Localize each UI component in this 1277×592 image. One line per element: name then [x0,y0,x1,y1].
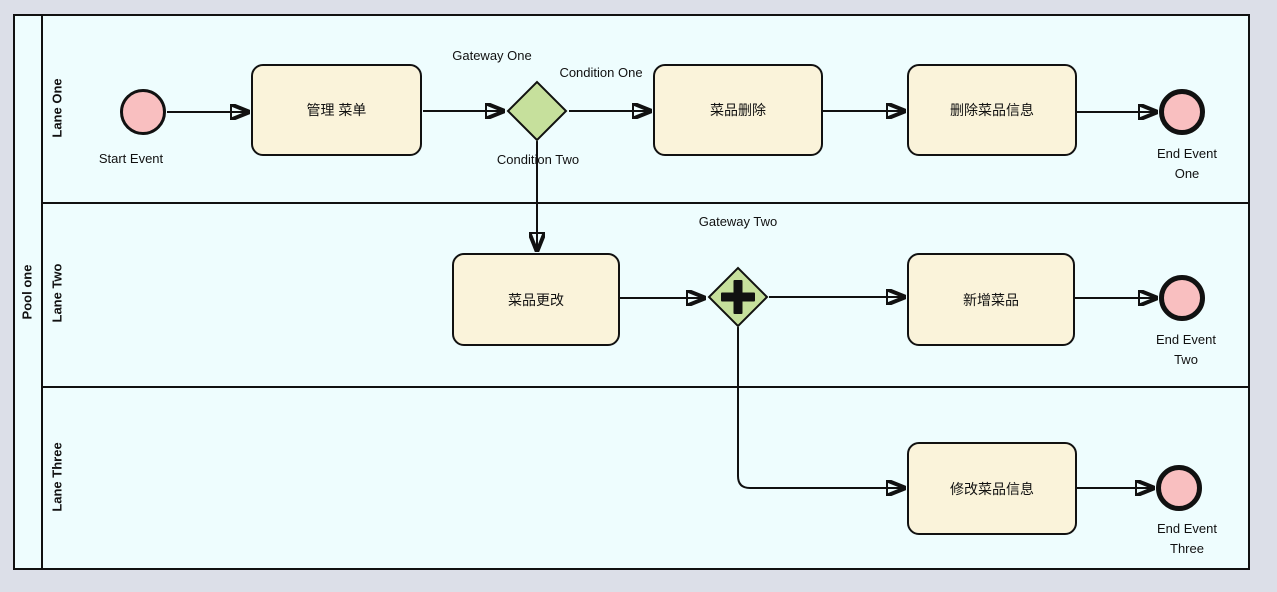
task-dish-delete[interactable]: 菜品删除 [653,64,823,156]
pool-label-column [15,16,43,568]
lane-three [43,386,1248,568]
end-event-three[interactable] [1156,465,1202,511]
gateway-one-diamond [506,80,568,142]
task-add-dish[interactable]: 新增菜品 [907,253,1075,346]
task-dish-change[interactable]: 菜品更改 [452,253,620,346]
end-event-one-label: End Event One [1157,146,1217,181]
end-event-three-label: End Event Three [1157,521,1217,556]
task-modify-dish-info-label: 修改菜品信息 [950,480,1034,497]
task-add-dish-label: 新增菜品 [963,291,1019,308]
condition-two-label: Condition Two [496,152,580,167]
start-event-label: Start Event [98,151,164,166]
end-event-two[interactable] [1159,275,1205,321]
task-dish-delete-label: 菜品删除 [710,102,766,118]
task-delete-dish-info[interactable]: 删除菜品信息 [907,64,1077,156]
end-event-one[interactable] [1159,89,1205,135]
gateway-one-label: Gateway One [452,48,532,63]
condition-one-label: Condition One [559,65,643,80]
lane-two [43,202,1248,386]
lane-container [43,16,1248,568]
gateway-one[interactable] [506,80,568,142]
task-modify-dish-info[interactable]: 修改菜品信息 [907,442,1077,535]
task-dish-change-label: 菜品更改 [508,291,564,308]
end-event-two-label: End Event Two [1156,332,1216,367]
gateway-two[interactable] [707,266,769,328]
flow-gateway-two-to-modify-dish-info [737,327,905,488]
task-manage-menu-label: 管理 菜单 [306,102,367,118]
task-manage-menu[interactable]: 管理 菜单 [251,64,422,156]
gateway-two-label: Gateway Two [698,214,778,229]
parallel-gateway-plus-icon [733,280,743,314]
task-delete-dish-info-label: 删除菜品信息 [950,102,1034,118]
start-event[interactable] [120,89,166,135]
